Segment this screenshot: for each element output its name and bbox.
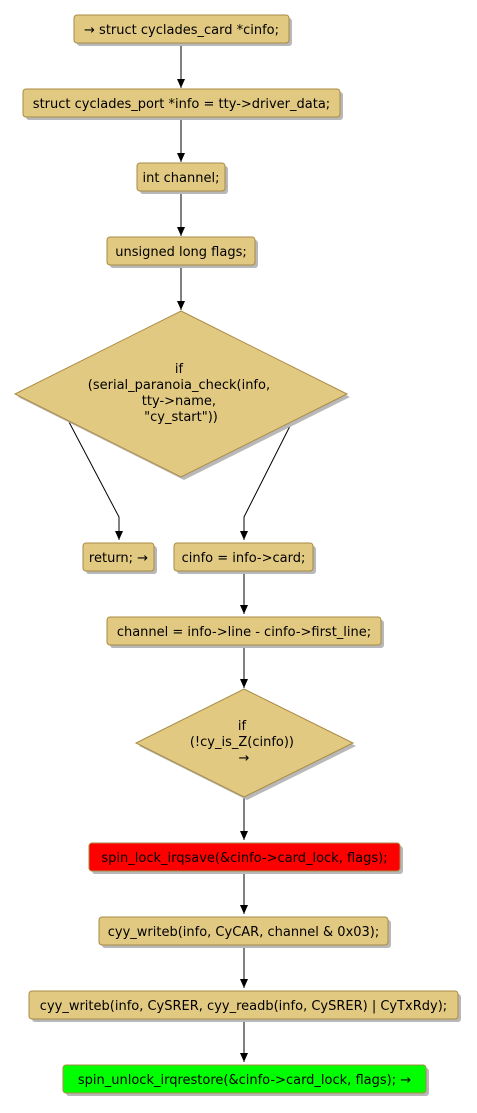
node-writeb-car: cyy_writeb(info, CyCAR, channel & 0x03); xyxy=(98,916,391,948)
node-unlock-restore-label: spin_unlock_irqrestore(&cinfo->card_lock… xyxy=(78,1073,411,1088)
arrow-check-to-return xyxy=(68,421,123,540)
arrow-check-to-cinfo-assign xyxy=(240,421,293,540)
node-cinfo-assign: cinfo = info->card; xyxy=(173,542,316,574)
node-is-z-check-line-3: → xyxy=(239,751,250,766)
node-paranoia-check-line-4: "cy_start")) xyxy=(144,410,218,425)
node-lock-save-label: spin_lock_irqsave(&cinfo->card_lock, fla… xyxy=(101,851,387,866)
node-return: return; → xyxy=(82,542,157,574)
node-cinfo-decl: → struct cyclades_card *cinfo; xyxy=(73,14,292,46)
node-paranoia-check-label: if (serial_paranoia_check(info, tty->nam… xyxy=(88,362,274,425)
node-paranoia-check-line-2: (serial_paranoia_check(info, xyxy=(88,378,270,393)
node-flags-decl: unsigned long flags; xyxy=(106,236,258,268)
node-flags-decl-label: unsigned long flags; xyxy=(115,245,247,260)
node-unlock-restore: spin_unlock_irqrestore(&cinfo->card_lock… xyxy=(62,1064,429,1096)
node-writeb-srer: cyy_writeb(info, CySRER, cyy_readb(info,… xyxy=(28,990,461,1022)
node-channel-assign: channel = info->line - cinfo->first_line… xyxy=(106,616,384,648)
node-is-z-check-line-1: if xyxy=(238,719,247,734)
node-writeb-srer-label: cyy_writeb(info, CySRER, cyy_readb(info,… xyxy=(40,999,447,1014)
node-is-z-check: if (!cy_is_Z(cinfo)) → xyxy=(134,688,356,800)
node-cinfo-assign-label: cinfo = info->card; xyxy=(182,551,306,566)
node-cinfo-decl-label: → struct cyclades_card *cinfo; xyxy=(84,23,279,38)
node-return-label: return; → xyxy=(89,551,148,566)
node-channel-decl-label: int channel; xyxy=(143,171,220,186)
node-paranoia-check-line-3: tty->name, xyxy=(142,394,216,409)
node-channel-assign-label: channel = info->line - cinfo->first_line… xyxy=(117,625,371,640)
node-info-decl-label: struct cyclades_port *info = tty->driver… xyxy=(33,97,330,112)
node-info-decl: struct cyclades_port *info = tty->driver… xyxy=(22,88,343,120)
node-is-z-check-label: if (!cy_is_Z(cinfo)) → xyxy=(190,719,298,766)
node-is-z-check-line-2: (!cy_is_Z(cinfo)) xyxy=(190,735,294,750)
node-channel-decl: int channel; xyxy=(136,162,228,194)
node-lock-save: spin_lock_irqsave(&cinfo->card_lock, fla… xyxy=(88,842,403,874)
node-paranoia-check-line-1: if xyxy=(175,362,184,377)
node-paranoia-check: if (serial_paranoia_check(info, tty->nam… xyxy=(13,310,350,480)
node-writeb-car-label: cyy_writeb(info, CyCAR, channel & 0x03); xyxy=(108,925,380,940)
